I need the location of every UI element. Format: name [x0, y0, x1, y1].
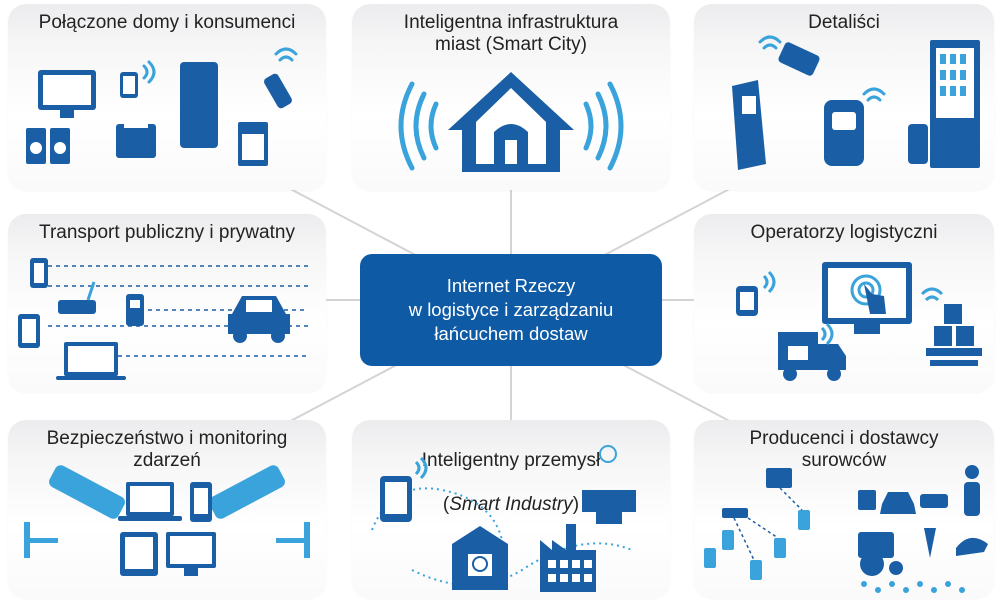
payment-terminal-icon [778, 42, 820, 76]
card-smart-industry: Inteligentny przemysł (Smart Industry) [352, 420, 670, 598]
logistics-icons [736, 262, 982, 381]
card-logistics-operators: Operatorzy logistyczni [694, 214, 994, 392]
car-icon [228, 296, 290, 334]
wifi-right-icon [583, 101, 594, 151]
tractor-icon [858, 532, 894, 558]
producers-icons [704, 465, 988, 593]
camera-left-icon [49, 465, 125, 519]
card-security: Bezpieczeństwo i monitoring zdarzeń [8, 420, 326, 598]
water-dispenser-icon [908, 124, 928, 164]
wheat-icon [924, 528, 936, 558]
card-title: Inteligentny przemysł (Smart Industry) [421, 450, 601, 515]
card-title-line-1: Inteligentny przemysł [421, 450, 601, 471]
smart-industry-italic: Smart Industry [449, 494, 573, 515]
printer-icon [116, 124, 156, 158]
briefcase-icon [858, 490, 876, 510]
industry-icons [371, 445, 636, 592]
card-title: Bezpieczeństwo i monitoring zdarzeń [46, 428, 288, 471]
card-title: Transport publiczny i prywatny [39, 222, 295, 243]
truck-cab [818, 344, 846, 370]
card-smart-city: Inteligentna infrastruktura miast (Smart… [352, 4, 670, 190]
card-title: Detaliści [808, 12, 880, 33]
fridge-icon [180, 62, 218, 148]
mp3-player-icon [126, 294, 144, 326]
card-title: Połączone domy i konsumenci [38, 12, 296, 33]
control-desk-icon [582, 490, 636, 512]
monitor-stand [60, 110, 74, 118]
car-icon [880, 492, 916, 514]
transport-icons [18, 258, 308, 380]
smart-house-icon [398, 72, 624, 172]
camera-mount-left [24, 522, 30, 558]
security-icons [24, 465, 310, 576]
central-topic-box: Internet Rzeczy w logistyce i zarządzani… [360, 254, 662, 366]
dog-icon [920, 494, 948, 508]
sensor-icon [599, 445, 617, 463]
card-producers: Producenci i dostawcy surowców [694, 420, 994, 598]
sensor-device-icon [704, 548, 716, 568]
card-title: Producenci i dostawcy surowców [749, 428, 939, 471]
atm-icon [824, 100, 864, 166]
box-icon [934, 326, 952, 346]
card-connected-homes: Połączone domy i konsumenci [8, 4, 326, 190]
center-line-3: łańcuchem dostaw [434, 323, 588, 344]
person-icon [965, 465, 979, 479]
card-title: Operatorzy logistyczni [750, 222, 938, 243]
wifi-left-icon [428, 101, 439, 151]
remote-icon [264, 73, 292, 109]
router-icon [722, 508, 748, 518]
camera-right-icon [209, 465, 285, 519]
home-devices-icons [26, 47, 298, 166]
center-line-2: w logistyce i zarządzaniu [408, 299, 614, 320]
camera-mount-right [304, 522, 310, 558]
card-transport: Transport publiczny i prywatny [8, 214, 326, 392]
pallet-icon [926, 348, 982, 356]
card-retailers: Detaliści [694, 4, 994, 190]
monitor-icon [766, 468, 792, 488]
kiosk-icon [732, 80, 766, 170]
retail-devices-icons [732, 35, 980, 170]
plant-hand-icon [956, 537, 988, 556]
center-line-1: Internet Rzeczy [446, 275, 576, 296]
wifi-signal [142, 64, 149, 80]
card-title: Inteligentna infrastruktura miast (Smart… [403, 12, 619, 55]
hand-icon [864, 284, 886, 314]
router-icon [58, 300, 96, 314]
